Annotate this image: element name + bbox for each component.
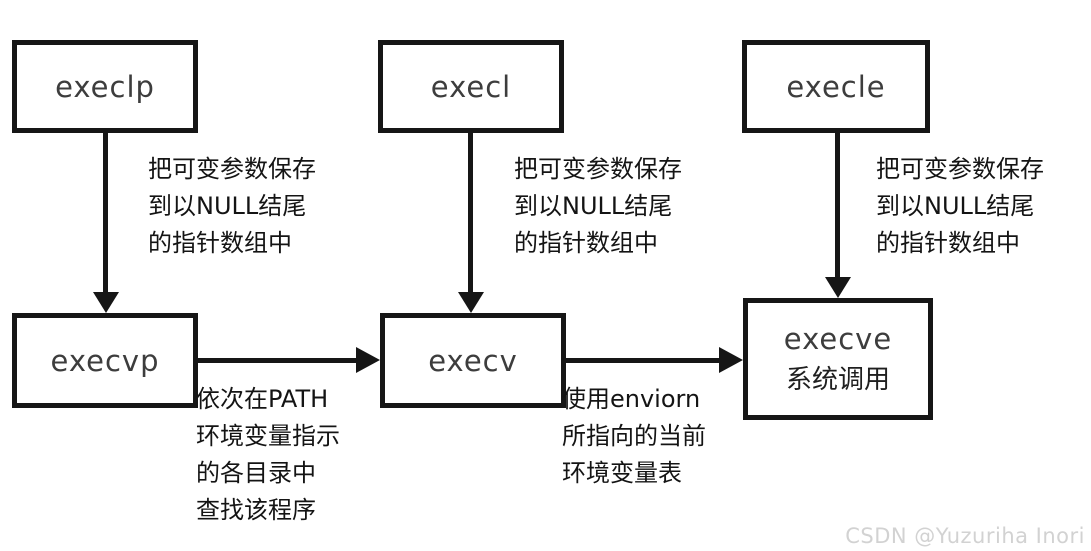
node-execvp-label: execvp	[50, 343, 160, 378]
node-execlp-label: execlp	[55, 69, 155, 104]
arrow-head-right-icon	[356, 347, 380, 373]
note-line: 把可变参数保存	[876, 155, 1044, 183]
arrow-head-down-icon	[93, 292, 119, 313]
note-line: 到以NULL结尾	[148, 192, 307, 220]
note-line: 使用enviorn	[562, 385, 701, 413]
node-execve-label: execve	[783, 322, 893, 356]
node-execvp: execvp	[12, 313, 198, 408]
note-line: 的指针数组中	[514, 229, 658, 257]
node-execve: execve 系统调用	[743, 298, 933, 420]
arrow-head-right-icon	[719, 347, 743, 373]
node-execlp: execlp	[12, 40, 198, 133]
arrow-head-down-icon	[825, 277, 851, 298]
node-execl: execl	[378, 40, 564, 133]
note-line: 把可变参数保存	[514, 155, 682, 183]
node-execv-label: execv	[428, 343, 518, 378]
note-line: 环境变量指示	[196, 422, 340, 450]
arrow-stem	[468, 133, 473, 293]
arrow-stem	[103, 133, 108, 293]
note-line: 所指向的当前	[562, 422, 706, 450]
note-save-null-execle: 把可变参数保存 到以NULL结尾 的指针数组中	[876, 151, 1044, 262]
arrow-stem	[835, 133, 840, 278]
note-line: 查找该程序	[196, 496, 316, 524]
note-line: 环境变量表	[562, 459, 682, 487]
node-execle-label: execle	[786, 69, 886, 104]
node-execle: execle	[742, 40, 930, 133]
arrow-stem	[197, 358, 357, 363]
note-save-null-execl: 把可变参数保存 到以NULL结尾 的指针数组中	[514, 151, 682, 262]
note-line: 依次在PATH	[196, 385, 329, 413]
node-execv: execv	[380, 313, 566, 408]
note-save-null-execlp: 把可变参数保存 到以NULL结尾 的指针数组中	[148, 151, 316, 262]
note-path-search: 依次在PATH 环境变量指示 的各目录中 查找该程序	[196, 381, 340, 529]
arrow-head-down-icon	[458, 292, 484, 313]
node-execve-sublabel: 系统调用	[785, 365, 890, 395]
arrow-stem	[566, 358, 720, 363]
csdn-watermark: CSDN @Yuzuriha Inori	[845, 524, 1085, 548]
node-execl-label: execl	[430, 69, 512, 104]
note-line: 把可变参数保存	[148, 155, 316, 183]
note-line: 的指针数组中	[876, 229, 1020, 257]
note-environ-table: 使用enviorn 所指向的当前 环境变量表	[562, 381, 706, 492]
note-line: 的各目录中	[196, 459, 316, 487]
note-line: 的指针数组中	[148, 229, 292, 257]
note-line: 到以NULL结尾	[876, 192, 1035, 220]
note-line: 到以NULL结尾	[514, 192, 673, 220]
